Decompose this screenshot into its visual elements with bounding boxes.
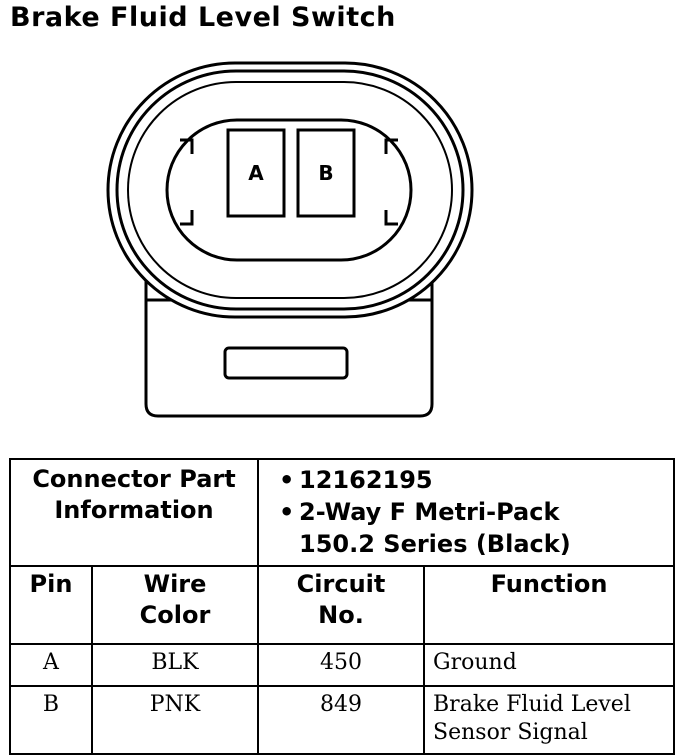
function-cell: Ground (423, 643, 676, 687)
col-header-wire-color-line1: Wire (143, 570, 207, 598)
terminal-cavity (165, 118, 413, 262)
function-line2: Sensor Signal (433, 720, 588, 745)
table-row: B PNK 849 Brake Fluid Level Sensor Signa… (9, 685, 676, 755)
connector-series: 150.2 Series (Black) (299, 530, 571, 558)
table-row: A BLK 450 Ground (9, 643, 676, 687)
function-cell: Brake Fluid Level Sensor Signal (423, 685, 676, 755)
terminal-a-label: A (248, 161, 264, 185)
wire-color-cell: BLK (90, 643, 260, 687)
connector-outer-shell (106, 61, 474, 319)
wire-color-cell: PNK (90, 685, 260, 755)
pin-cell: A (9, 643, 93, 687)
col-header-circuit-line1: Circuit (296, 570, 386, 598)
diagram-title: Brake Fluid Level Switch (10, 2, 396, 33)
connector-housing-body (144, 252, 434, 418)
cavity-notch-top-right (384, 138, 398, 154)
terminal-a (226, 128, 286, 218)
bullet-icon: • (279, 498, 295, 526)
circuit-cell: 450 (257, 643, 426, 687)
terminal-b-label: B (318, 161, 333, 185)
part-info-label-line1: Connector Part (32, 465, 236, 493)
bullet-icon: • (279, 466, 295, 494)
col-header-circuit: Circuit No. (257, 565, 426, 645)
cavity-notch-bottom-right (384, 210, 398, 226)
connector-info-table: Connector Part Information •12162195 •2-… (8, 458, 676, 755)
function-line1: Brake Fluid Level (433, 692, 631, 717)
connector-shell-inner-rim (127, 81, 453, 299)
terminal-b (296, 128, 356, 218)
part-info-label-cell: Connector Part Information (8, 458, 260, 567)
part-info-values-cell: •12162195 •2-Way F Metri-Pack 150.2 Seri… (257, 458, 676, 567)
cavity-notch-bottom-left (180, 210, 194, 226)
connector-drawing: A B (106, 61, 474, 418)
connector-shell-rim (115, 69, 465, 311)
pin-cell: B (9, 685, 93, 755)
part-number: 12162195 (299, 466, 433, 494)
col-header-circuit-line2: No. (318, 601, 364, 629)
col-header-pin-text: Pin (29, 570, 73, 598)
latch-slot (223, 346, 349, 380)
connector-type: 2-Way F Metri-Pack (299, 498, 560, 526)
col-header-pin: Pin (9, 565, 93, 645)
part-info-label-line2: Information (54, 496, 214, 524)
col-header-function-text: Function (490, 570, 608, 598)
col-header-function: Function (423, 565, 676, 645)
col-header-wire-color: Wire Color (90, 565, 260, 645)
col-header-wire-color-line2: Color (139, 601, 211, 629)
function-line1: Ground (433, 650, 517, 675)
cavity-notch-top-left (180, 138, 194, 154)
circuit-cell: 849 (257, 685, 426, 755)
